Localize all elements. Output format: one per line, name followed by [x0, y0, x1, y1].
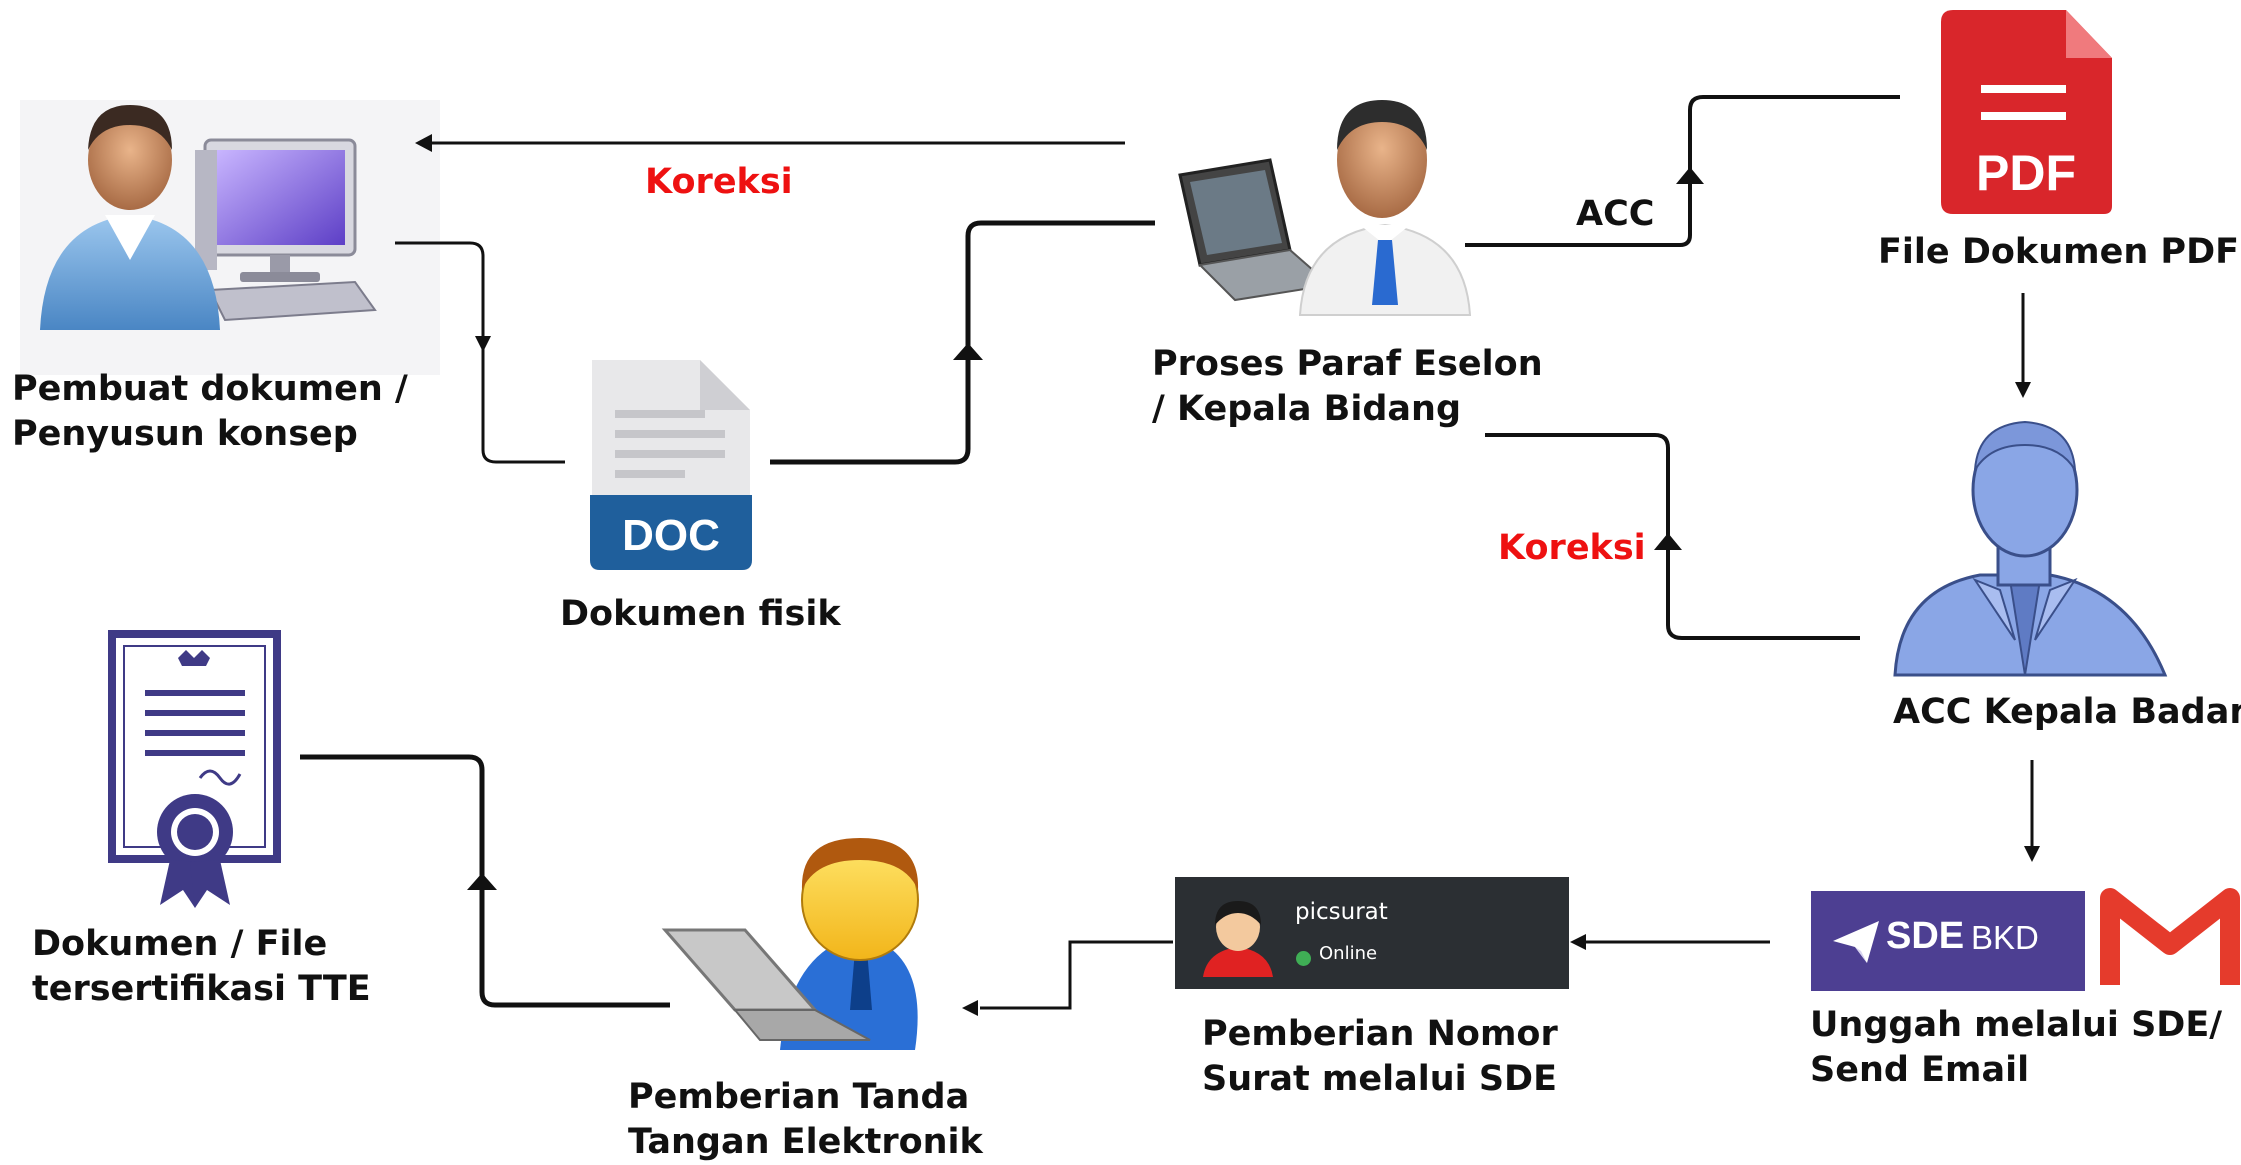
arrowhead: [2024, 846, 2040, 862]
picsurat-app-card: picsurat Online: [1175, 877, 1569, 989]
doc-to-eselon-connector: [770, 220, 1155, 465]
pdf-file-label: File Dokumen PDF: [1878, 232, 2240, 272]
send-plane-icon: [1833, 921, 1879, 963]
acc-connector: [1465, 95, 1900, 247]
electronic-signature-icon: [661, 838, 919, 1050]
pdf-file-icon: PDF: [1941, 10, 2112, 214]
tte-label-line1: Pemberian Tanda: [628, 1077, 970, 1117]
head-of-agency-icon: [1893, 420, 2168, 677]
arrowheads: [415, 134, 2040, 1016]
arrowhead: [953, 343, 983, 360]
sde-bkd-logo: SDE BKD: [1811, 891, 2085, 991]
acc-label: ACC: [1576, 194, 1655, 234]
tte-label-line2: Tangan Elektronik: [628, 1122, 983, 1162]
certified-doc-label-line2: tersertifikasi TTE: [32, 969, 371, 1009]
arrowhead: [1676, 167, 1704, 184]
app-user-name: picsurat: [1295, 899, 1388, 925]
gmail-icon: [2100, 885, 2240, 985]
creator-label-line2: Penyusun konsep: [12, 414, 358, 454]
arrowhead: [467, 873, 497, 890]
eselon-label-line1: Proses Paraf Eselon: [1152, 344, 1543, 384]
user-avatar-icon: [1203, 901, 1273, 977]
arrowhead: [1570, 934, 1586, 950]
arrowhead: [1654, 533, 1682, 550]
upload-label-line2: Send Email: [1810, 1050, 2030, 1090]
creator-label-line1: Pembuat dokumen /: [12, 369, 408, 409]
certified-doc-label-line1: Dokumen / File: [32, 924, 328, 964]
koreksi-right-label: Koreksi: [1498, 528, 1646, 568]
picsurat-to-tte-connector: [980, 940, 1173, 1010]
arrowhead: [2015, 382, 2031, 398]
sde-logo-sub: BKD: [1971, 919, 2039, 956]
arrowhead: [962, 1000, 978, 1016]
upload-label-line1: Unggah melalui SDE/: [1810, 1005, 2223, 1045]
eselon-label-line2: / Kepala Bidang: [1152, 389, 1462, 429]
head-acc-label: ACC Kepala Badan: [1893, 692, 2241, 732]
arrowhead: [475, 336, 491, 352]
arrowhead: [415, 134, 432, 152]
sde-logo-main: SDE: [1886, 915, 1965, 957]
koreksi-top-label: Koreksi: [645, 162, 793, 202]
letter-number-label-line1: Pemberian Nomor: [1202, 1014, 1558, 1054]
document-creator-icon: [20, 100, 440, 375]
app-user-status: Online: [1319, 943, 1378, 964]
creator-to-doc-connector: [395, 241, 565, 464]
physical-document-label: Dokumen fisik: [560, 594, 841, 634]
pdf-icon-text: PDF: [1976, 145, 2076, 201]
letter-number-label-line2: Surat melalui SDE: [1202, 1059, 1558, 1099]
doc-file-icon: DOC: [590, 360, 752, 570]
doc-icon-text: DOC: [622, 511, 720, 560]
online-status-dot: [1296, 951, 1311, 966]
eselon-officer-icon: [1178, 100, 1472, 316]
connectors: [300, 95, 2034, 1010]
certificate-icon: [108, 630, 281, 908]
